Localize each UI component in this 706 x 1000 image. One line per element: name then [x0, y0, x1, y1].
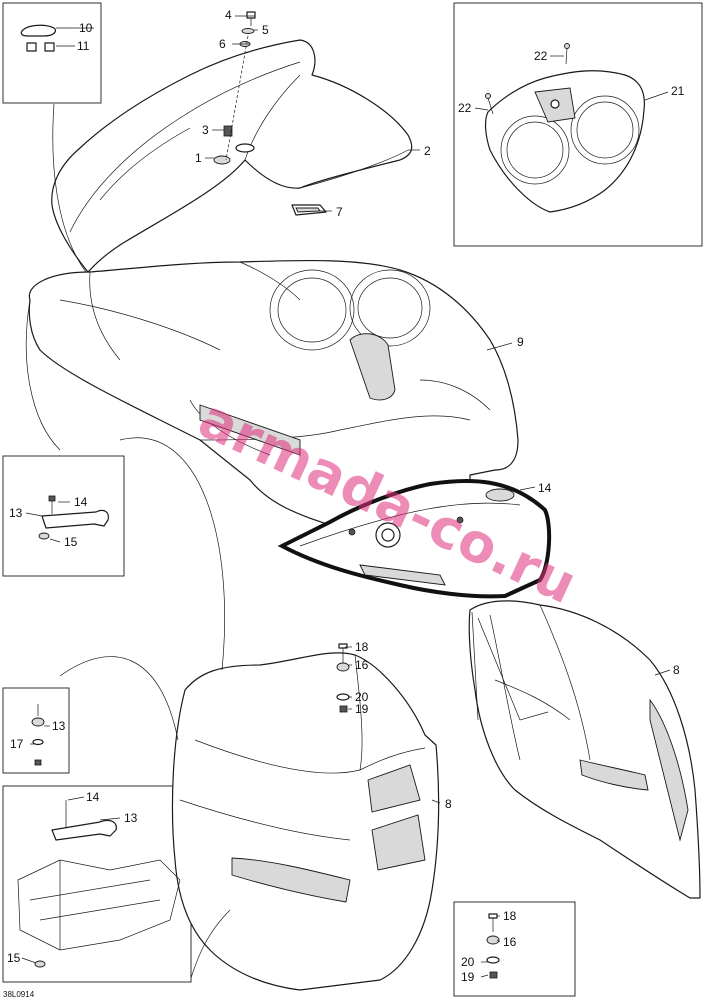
callout-15b: 15 — [7, 951, 21, 965]
callout-20a: 20 — [355, 690, 369, 704]
callout-10: 10 — [79, 21, 93, 35]
callout-1: 1 — [195, 151, 202, 165]
callout-22a: 22 — [534, 49, 548, 63]
callout-15a: 15 — [64, 535, 78, 549]
side-panel-left-part-8 — [171, 652, 440, 991]
bracket-part-14 — [277, 478, 552, 599]
callout-21: 21 — [671, 84, 685, 98]
callout-3: 3 — [202, 123, 209, 137]
callout-9: 9 — [517, 335, 524, 349]
fastener-part-13-17-inset — [31, 704, 45, 766]
leader-lines — [21, 15, 671, 978]
callout-4: 4 — [225, 8, 232, 22]
callout-2: 2 — [424, 144, 431, 158]
callout-13a: 13 — [9, 506, 23, 520]
inset-box-fastener-13-17 — [2, 687, 70, 774]
inset-box-latch-13-15 — [2, 455, 125, 577]
frame-latch-inset — [17, 800, 181, 968]
fastener-stack-16-20-inset — [486, 913, 500, 979]
side-panel-right-part-8 — [468, 600, 701, 899]
callout-14b: 14 — [74, 495, 88, 509]
inset-box-frame-latch — [2, 785, 192, 983]
callout-13c: 13 — [124, 811, 138, 825]
inset-box-gauge-support — [453, 2, 703, 247]
callout-18b: 18 — [503, 909, 517, 923]
drawing-number: 38L0914 — [3, 990, 35, 999]
callout-18a: 18 — [355, 640, 369, 654]
callout-17: 17 — [10, 737, 24, 751]
callout-16b: 16 — [503, 935, 517, 949]
callout-20b: 20 — [461, 955, 475, 969]
callout-14c: 14 — [86, 790, 100, 804]
latch-part-13-inset — [38, 495, 109, 540]
connector-curves — [25, 103, 231, 979]
callout-7: 7 — [336, 205, 343, 219]
inset-box-clip-10-11 — [2, 2, 102, 104]
callout-8b: 8 — [445, 797, 452, 811]
gauge-support-part-21 — [484, 70, 645, 213]
callout-19b: 19 — [461, 970, 475, 984]
screw-part-22 — [485, 43, 570, 115]
callout-6: 6 — [219, 37, 226, 51]
callout-5: 5 — [262, 23, 269, 37]
callout-16a: 16 — [355, 658, 369, 672]
callout-13b: 13 — [52, 719, 66, 733]
callout-labels: 10 11 4 5 6 3 1 2 7 22 22 21 9 14 14 13 … — [7, 8, 685, 984]
fastener-stack-16-20-main — [336, 643, 350, 713]
windshield — [51, 39, 413, 273]
callout-11: 11 — [77, 39, 90, 53]
callout-8a: 8 — [673, 663, 680, 677]
upper-body-panel-part-9 — [28, 259, 519, 544]
clip-part-10 — [20, 24, 57, 37]
windshield-clip-part-7 — [291, 204, 327, 216]
callout-14a: 14 — [538, 481, 552, 495]
callout-22b: 22 — [458, 101, 472, 115]
callout-19a: 19 — [355, 702, 369, 716]
nut-part-11 — [26, 42, 55, 52]
inset-box-fastener-16-20 — [453, 901, 576, 997]
